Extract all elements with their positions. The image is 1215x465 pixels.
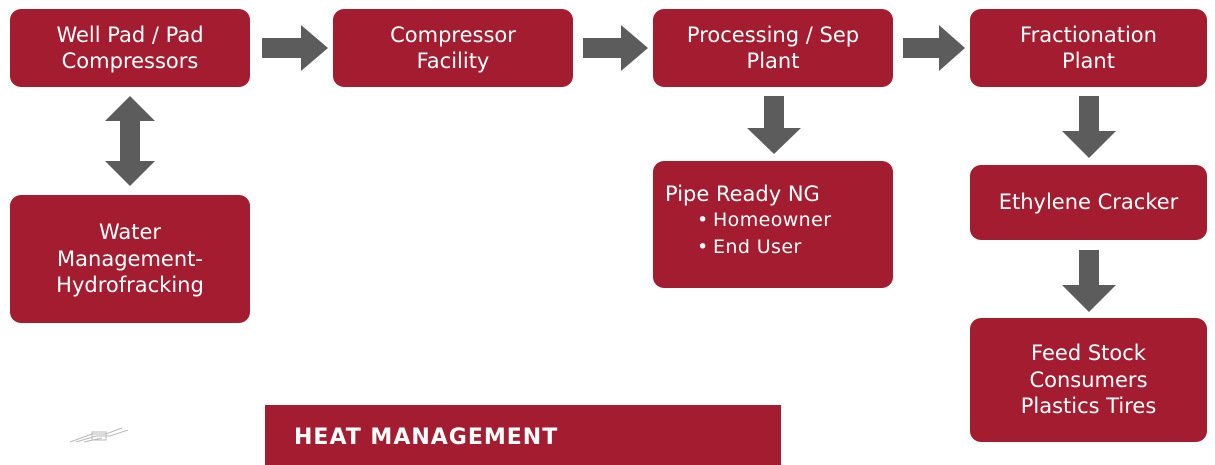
node-label-line: Water [98, 220, 162, 245]
node-label-line: Hydrofracking [56, 273, 204, 298]
node-water-management: Water Management- Hydrofracking [10, 195, 250, 323]
node-compressor-facility: Compressor Facility [333, 9, 573, 87]
arrow-shape [747, 96, 801, 154]
pipe-line [75, 429, 129, 443]
node-pipe-ready-ng: Pipe Ready NG Homeowner End User [653, 161, 893, 288]
arrow-down-icon [747, 96, 801, 154]
bullet-item: Homeowner [697, 207, 831, 233]
arrow-shape [903, 25, 965, 71]
pipe-fitting [91, 431, 107, 441]
arrow-right-icon [583, 25, 648, 71]
arrow-shape [1062, 96, 1116, 158]
node-label-line: Feed Stock [1031, 341, 1146, 366]
arrow-shape [262, 25, 328, 71]
node-label-line: Compressor [390, 22, 516, 47]
node-label-line: Facility [416, 49, 490, 73]
node-processing-plant: Processing / Sep Plant [653, 9, 893, 87]
bullet-item: End User [697, 234, 831, 260]
node-label-line: Plant [1062, 49, 1115, 73]
pipe-illustration-icon [69, 427, 129, 443]
arrow-down-icon [1062, 96, 1116, 158]
arrow-right-icon [903, 25, 965, 71]
heat-management-banner: HEAT MANAGEMENT [265, 405, 781, 465]
node-label-line: Well Pad / Pad [56, 22, 204, 47]
node-label-line: Plastics Tires [1020, 394, 1157, 419]
node-label-line: Ethylene Cracker [998, 190, 1179, 215]
node-label-line: Plant [746, 49, 800, 73]
node-label-line: Compressors [61, 49, 199, 73]
node-well-pad: Well Pad / Pad Compressors [10, 9, 250, 87]
node-fractionation-plant: Fractionation Plant [970, 9, 1207, 87]
arrow-double-vertical-icon [105, 96, 155, 186]
node-label-line: Management- [57, 246, 203, 271]
node-label-line: Fractionation [1020, 22, 1157, 47]
node-label-line: Consumers [1029, 367, 1148, 392]
node-label-line: Processing / Sep [686, 22, 860, 47]
arrow-right-icon [262, 25, 328, 71]
bullet-list: Homeowner End User [665, 207, 831, 259]
arrow-shape [105, 96, 155, 186]
arrow-shape [583, 25, 648, 71]
node-feed-stock: Feed Stock Consumers Plastics Tires [970, 318, 1207, 442]
arrow-shape [1062, 250, 1116, 312]
banner-title: HEAT MANAGEMENT [294, 425, 559, 450]
arrow-down-icon [1062, 250, 1116, 312]
node-title: Pipe Ready NG [665, 182, 820, 206]
node-ethylene-cracker: Ethylene Cracker [970, 165, 1207, 240]
pipe-line [69, 427, 123, 443]
